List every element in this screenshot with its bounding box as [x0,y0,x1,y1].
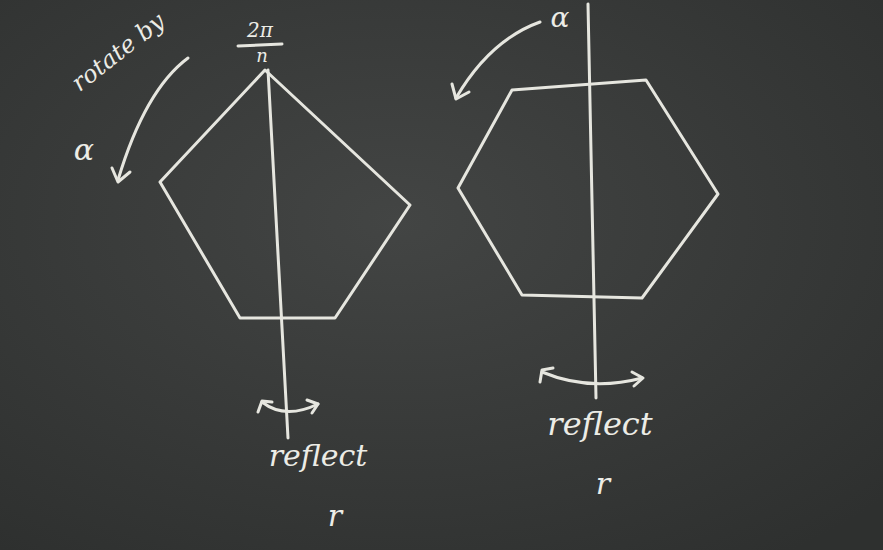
rotation-arrow [456,22,540,98]
reflection-axis [588,4,596,398]
angle-symbol: α [74,135,94,165]
arrow-head [540,368,553,382]
reflect-label: reflect [547,408,652,440]
arrow-head [112,168,130,182]
reflection-name: r [328,501,342,531]
fraction-bar [238,44,282,46]
hexagon [458,80,718,298]
arrow-head [452,84,469,99]
rotation-arrow [118,58,188,180]
reflect-label: reflect [269,441,368,471]
angle-symbol: α [551,4,570,32]
pentagon [160,70,410,318]
annotation: rotate by [67,9,169,96]
fraction-denominator: n [256,47,268,65]
arrow-head [632,372,643,386]
arrow-head [307,400,318,413]
reflection-axis [268,70,288,438]
arrow-head [258,401,272,412]
fraction-numerator: 2π [247,20,273,40]
reflection-name: r [596,469,610,499]
reflect-arrow [262,402,318,412]
reflect-arrow [542,372,642,384]
